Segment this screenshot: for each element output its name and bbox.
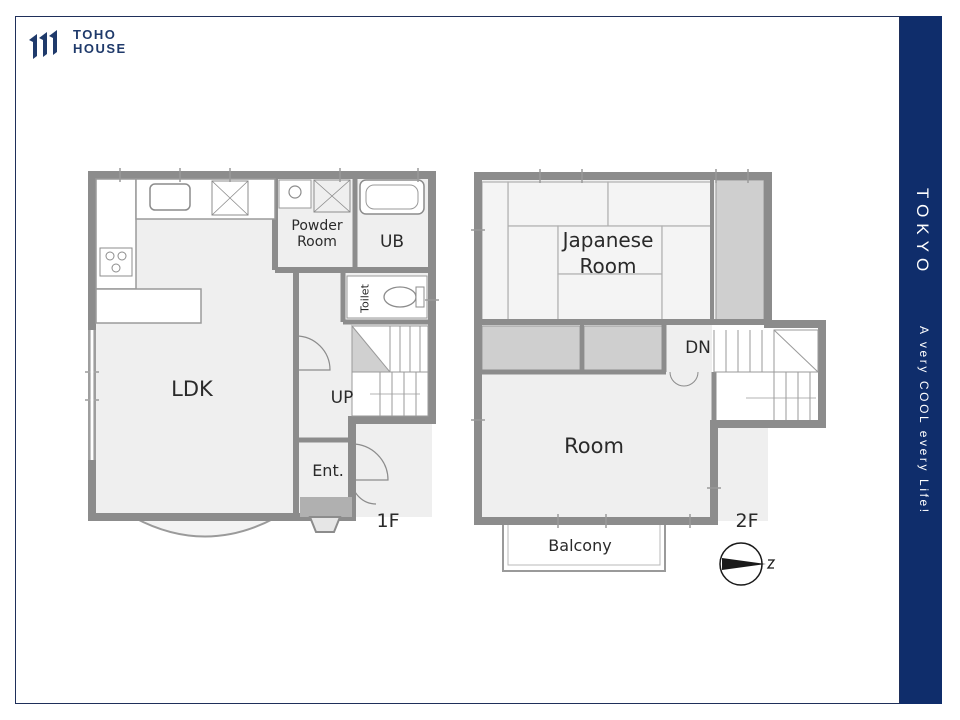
- bay-window: [134, 517, 276, 538]
- closet-japanese: [715, 179, 765, 321]
- walls-1f: [88, 171, 436, 521]
- plan-1f: [85, 168, 439, 538]
- entrance-step: [300, 497, 352, 517]
- logo-line-2: HOUSE: [73, 41, 127, 56]
- walls-2f: [474, 172, 826, 525]
- label-room: Room: [564, 434, 624, 458]
- stairs-2f: [713, 329, 819, 420]
- label-up: UP: [330, 388, 354, 408]
- toilet-icon: [383, 286, 417, 308]
- kitchen-counter: [95, 178, 137, 290]
- balcony-outline: [502, 520, 666, 572]
- side-tagline: A very COOL every Life!: [917, 326, 931, 515]
- label-balcony: Balcony: [548, 536, 612, 555]
- label-level-2f: 2F: [735, 510, 759, 532]
- label-powder-room-line2: Room: [297, 234, 337, 250]
- north-compass-icon: [719, 542, 776, 586]
- kitchen-island: [95, 288, 202, 324]
- label-entrance: Ent.: [312, 461, 344, 480]
- label-level-1f: 1F: [376, 510, 400, 532]
- label-powder-room-line1: Powder: [291, 218, 343, 234]
- sink-icon: [149, 183, 191, 211]
- logo-mark-icon: [29, 30, 57, 59]
- plan-2f: [471, 169, 826, 586]
- toho-house-logo: TOHO HOUSE: [27, 28, 147, 62]
- side-title: TOKYO: [913, 188, 932, 278]
- closet-room-2: [583, 325, 663, 371]
- label-dn: DN: [685, 338, 711, 358]
- closet-room-1: [481, 325, 581, 371]
- label-ldk: LDK: [171, 377, 213, 401]
- stove-icon: [99, 247, 133, 277]
- label-ub: UB: [379, 232, 405, 252]
- bathtub-icon: [359, 179, 425, 215]
- stairs-1f: [351, 324, 429, 417]
- label-japanese-room-line2: Room: [579, 254, 637, 278]
- tatami-mats: [481, 181, 713, 321]
- side-band: [900, 16, 942, 704]
- label-toilet: Toilet: [358, 284, 372, 313]
- basin-icon: [288, 185, 302, 199]
- label-japanese-room-line1: Japanese: [562, 228, 654, 252]
- logo-line-1: TOHO: [73, 27, 117, 42]
